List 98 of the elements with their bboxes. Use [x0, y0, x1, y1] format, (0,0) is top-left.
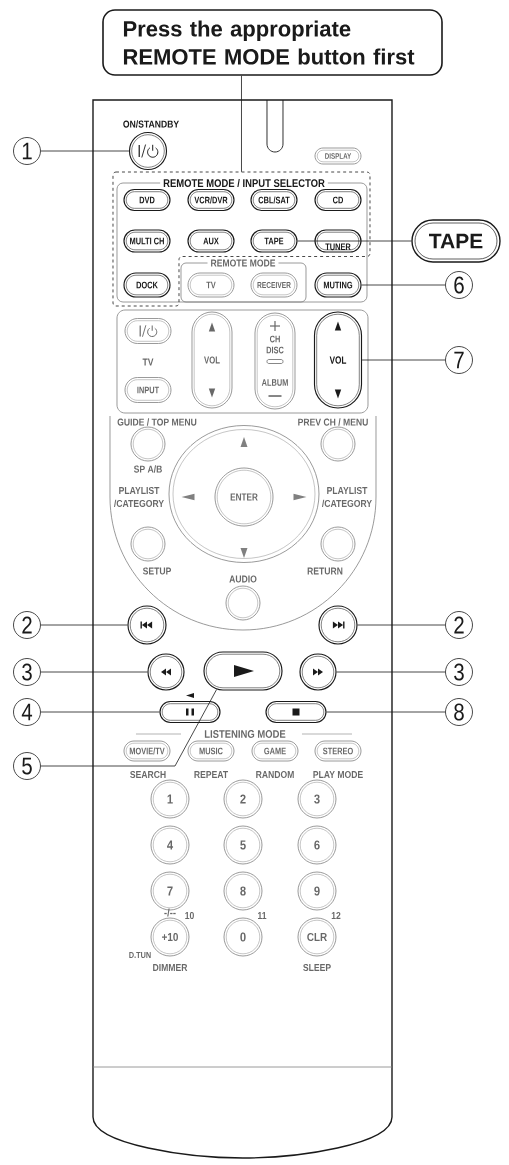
printed-label: GUIDE / TOP MENU: [117, 418, 197, 426]
round-button: [147, 653, 185, 691]
remote-button: [124, 318, 172, 344]
printed-label: PLAY MODE: [313, 770, 363, 779]
button-closeup: TAPE: [411, 219, 501, 263]
callout-number: 3: [445, 658, 473, 686]
printed-label: SP A/B: [133, 465, 162, 473]
navigation-ring: [168, 425, 320, 563]
remote-button: [159, 700, 221, 724]
round-button: [320, 426, 356, 462]
leader-line: [361, 359, 446, 361]
printed-label: PREV CH / MENU: [298, 418, 368, 426]
remote-button: [265, 700, 327, 724]
round-button: 6: [297, 825, 337, 865]
remote-button: MULTI CH: [123, 229, 171, 253]
printed-label: PLAYLIST /CATEGORY: [322, 486, 372, 508]
round-button: 8: [223, 871, 263, 911]
leader-line: [40, 150, 130, 152]
callout-number: 7: [445, 346, 473, 374]
printed-label: TV: [142, 358, 154, 366]
remote-button: AUX: [187, 229, 235, 253]
leader-line: [40, 624, 128, 626]
remote-button: DVD: [123, 188, 171, 212]
rocker-button: VOL: [313, 311, 363, 409]
remote-button: MOVIE/TV: [123, 740, 171, 762]
printed-label: D.TUN: [129, 952, 151, 958]
rocker-button: VOL: [191, 311, 233, 409]
printed-label: -/--: [164, 908, 176, 917]
printed-label: REPEAT: [194, 771, 228, 778]
printed-label: RANDOM: [256, 770, 294, 779]
round-button: 3: [297, 779, 337, 819]
remote-button: MUSIC: [187, 740, 235, 762]
remote-button: VCR/DVR: [187, 188, 235, 212]
round-button: 1: [150, 779, 190, 819]
round-button: 7: [150, 871, 190, 911]
round-button: [130, 526, 166, 562]
remote-button: CBL/SAT: [250, 188, 298, 212]
arrow-key: [240, 437, 248, 447]
round-button: ENTER: [214, 467, 274, 527]
round-button: [130, 426, 166, 462]
round-button: 9: [297, 871, 337, 911]
leader-line: [40, 711, 160, 713]
remote-button: MUTING: [314, 272, 362, 298]
printed-label: ON/STANDBY: [123, 120, 179, 128]
leader-line: [40, 671, 148, 673]
remote-button: DOCK: [123, 272, 171, 298]
arrow-key: [293, 493, 307, 501]
round-button: [225, 585, 261, 621]
callout-box: Press the appropriate REMOTE MODE button first: [102, 9, 443, 76]
remote-button: STEREO: [314, 740, 362, 762]
printed-label: SEARCH: [130, 770, 166, 779]
callout-number: 4: [13, 698, 41, 726]
round-button: [299, 653, 337, 691]
callout-number: 8: [445, 698, 473, 726]
printed-label: 11: [258, 912, 267, 919]
round-button: [318, 605, 358, 645]
callout-number: 2: [13, 611, 41, 639]
rocker-button: CH DISC ALBUM: [254, 312, 296, 410]
arrow-key: [181, 493, 195, 501]
printed-label: REMOTE MODE / INPUT SELECTOR: [160, 178, 328, 188]
leader-line: [361, 284, 446, 286]
callout-number: 2: [445, 611, 473, 639]
remote-button: INPUT: [124, 377, 172, 403]
remote-button: TAPE: [250, 229, 298, 253]
leader-line: [326, 711, 446, 713]
round-button: [320, 526, 356, 562]
leader-line: [241, 75, 242, 173]
remote-button: TUNER: [314, 229, 362, 253]
leader-line: [297, 240, 412, 242]
leader-line: [336, 671, 446, 673]
remote-button: CD: [314, 188, 362, 212]
round-button: 5: [223, 825, 263, 865]
remote-button: TV: [187, 272, 235, 298]
remote-button: [203, 651, 283, 691]
printed-label: PLAYLIST /CATEGORY: [114, 486, 164, 508]
leader-line: [357, 624, 446, 626]
round-button: [127, 605, 167, 645]
printed-label: LISTENING MODE: [204, 730, 286, 738]
remote-button: DISPLAY: [314, 147, 362, 165]
printed-label: DIMMER: [153, 964, 188, 971]
callout-number: 6: [445, 271, 473, 299]
printed-label: 12: [331, 912, 341, 919]
arrow-key: [240, 548, 248, 558]
callout-number: 1: [13, 137, 41, 165]
printed-label: REMOTE MODE: [207, 258, 279, 268]
printed-label: RETURN: [307, 567, 343, 575]
printed-label: SETUP: [142, 567, 172, 575]
round-button: 2: [223, 779, 263, 819]
dashed-outline: [112, 171, 371, 307]
callout-number: 5: [13, 752, 41, 780]
round-button: [128, 131, 168, 171]
printed-label: 10: [185, 911, 194, 920]
printed-label: AUDIO: [229, 575, 257, 583]
printed-label: SLEEP: [303, 963, 331, 972]
remote-button: RECEIVER: [250, 272, 298, 298]
round-button: 4: [150, 825, 190, 865]
remote-button: GAME: [251, 740, 299, 762]
callout-number: 3: [13, 658, 41, 686]
